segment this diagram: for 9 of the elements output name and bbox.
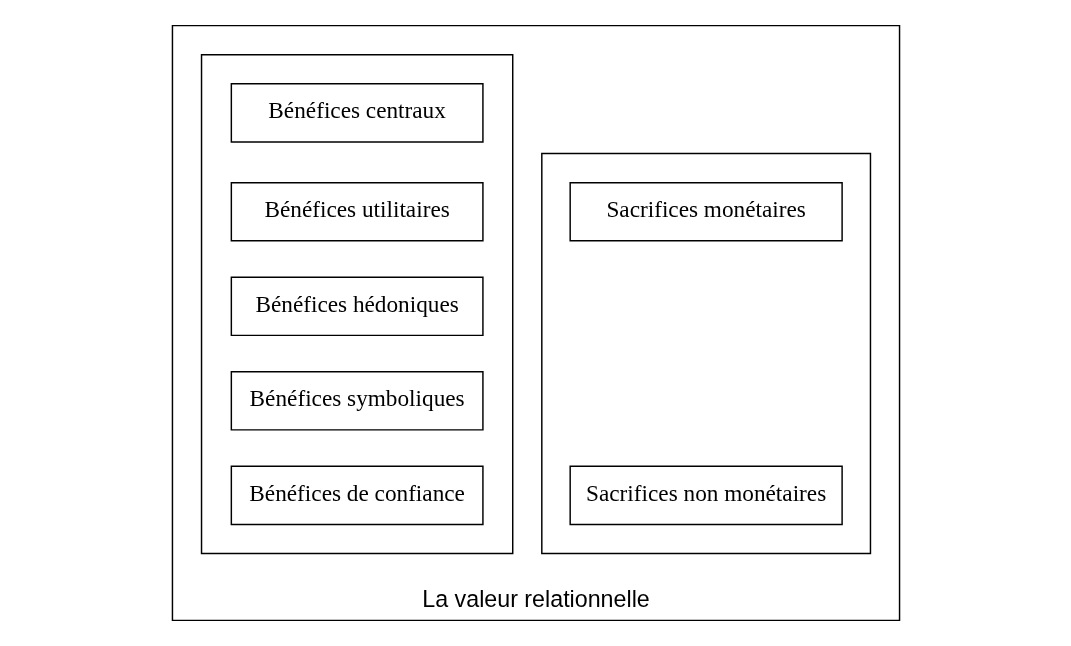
cluster (540, 152, 871, 555)
node-box: Sacrifices non monétaires (568, 465, 843, 526)
cluster (200, 53, 513, 555)
node-box: Bénéfices symboliques (230, 371, 484, 431)
node-box: Bénéfices hédoniques (230, 276, 484, 337)
node-box: Bénéfices de confiance (230, 465, 484, 526)
node-box: Sacrifices monétaires (568, 181, 843, 242)
node-box: Bénéfices centraux (230, 83, 484, 143)
node-box: Bénéfices utilitaires (230, 181, 484, 242)
